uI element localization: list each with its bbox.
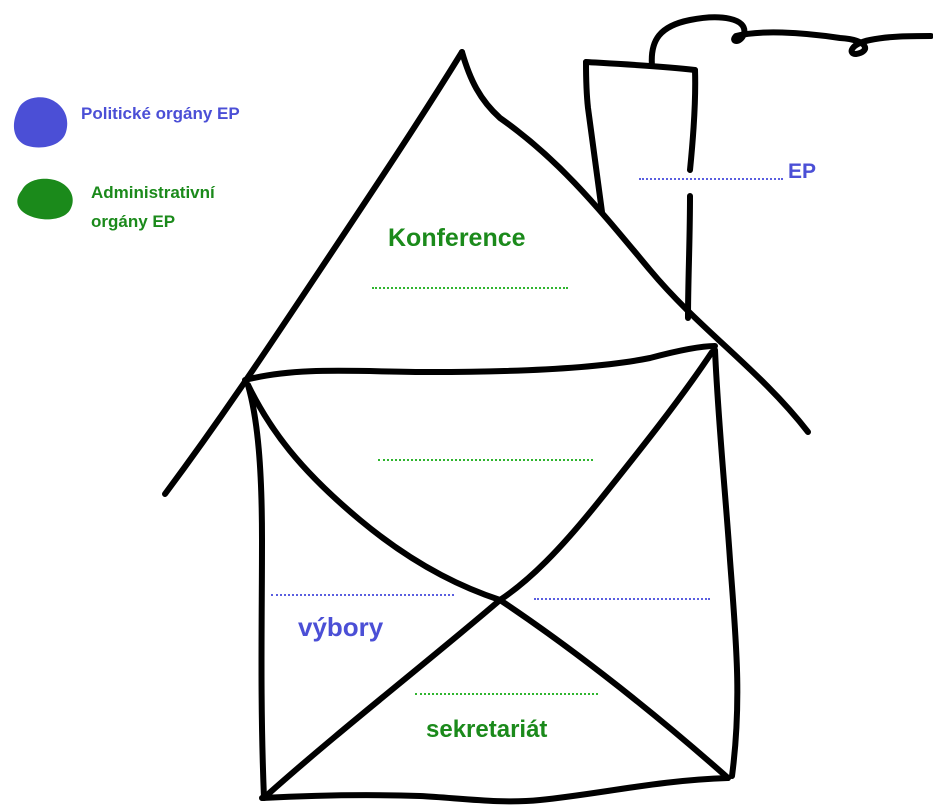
secretariat-label: sekretariát	[426, 716, 548, 743]
political-bodies-legend-label: Politické orgány EP	[81, 104, 240, 123]
smoke-line	[648, 14, 933, 69]
chimney-ep-label: EP	[788, 160, 817, 183]
floor-line	[259, 775, 731, 805]
roof-right-line	[459, 49, 811, 435]
right-section-blank-line	[534, 598, 710, 600]
chimney-right-lower-line	[685, 193, 693, 321]
conference-label: Konference	[388, 224, 526, 252]
roof-left-line	[162, 49, 465, 497]
diagonal-line-1	[245, 382, 731, 781]
chimney-top-line	[583, 59, 698, 73]
right-wall-line	[712, 347, 741, 779]
left-wall-line	[245, 382, 267, 801]
administrative-bodies-legend-label-line1: Administrativní	[91, 183, 215, 202]
political-legend-blob	[13, 97, 68, 148]
bottom-section-blank-line	[415, 693, 598, 695]
left-section-blank-line	[271, 594, 454, 596]
chimney-left-line	[583, 59, 605, 215]
chimney-right-line	[687, 67, 699, 173]
chimney-blank-line	[639, 178, 783, 180]
administrative-legend-blob	[17, 178, 73, 220]
diagonal-line-2	[263, 349, 715, 799]
committees-label: výbory	[298, 612, 384, 642]
ceiling-line	[242, 343, 718, 383]
administrative-bodies-legend-label-line2: orgány EP	[91, 212, 176, 231]
upper-section-blank-line	[378, 459, 593, 461]
conference-blank-line	[372, 287, 568, 289]
